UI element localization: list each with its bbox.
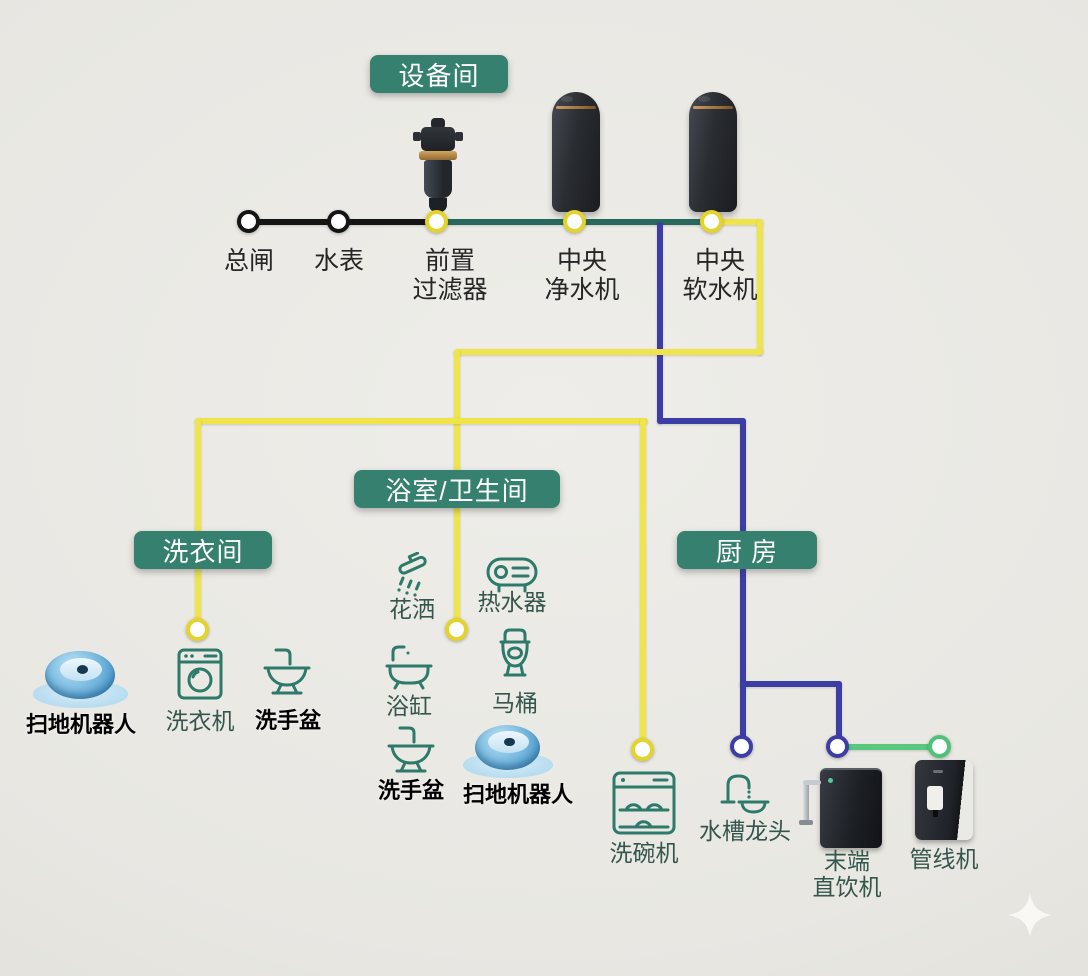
node-drinking-machine-branch xyxy=(826,735,849,758)
label-central-purifier: 中央 净水机 xyxy=(544,247,620,304)
room-label-equipment: 设备间 xyxy=(370,55,508,93)
central-softener-unit xyxy=(689,92,737,212)
node-central-purifier xyxy=(563,210,586,233)
dishwasher-icon xyxy=(612,771,676,835)
label-countertop-purifier: 末端 直饮机 xyxy=(812,848,882,901)
label-water-meter: 水表 xyxy=(313,247,365,275)
label-bathroom-basin: 洗手盆 xyxy=(377,778,445,803)
washing-machine-icon xyxy=(177,648,223,700)
pipe-yellow-connector xyxy=(710,219,763,225)
node-central-softener xyxy=(700,210,723,233)
label-central-softener: 中央 软水机 xyxy=(682,247,758,304)
label-bathroom-toilet: 马桶 xyxy=(492,690,538,716)
robot-vacuum-figure xyxy=(463,722,553,780)
countertop-purifier-unit xyxy=(798,762,886,848)
pipe-blue-jog xyxy=(657,418,746,424)
node-pipeline-branch xyxy=(928,735,951,758)
pipe-blue-purifier-drop xyxy=(836,681,842,749)
shower-icon xyxy=(397,552,427,597)
label-bathroom-heater: 热水器 xyxy=(477,589,547,615)
label-pre-filter: 前置 过滤器 xyxy=(412,247,488,304)
label-bathroom-robot: 扫地机器人 xyxy=(462,782,574,807)
pipe-yellow-span-lower xyxy=(195,418,648,424)
node-laundry-branch xyxy=(186,618,209,641)
label-bathroom-bathtub: 浴缸 xyxy=(386,693,432,719)
label-laundry-washer: 洗衣机 xyxy=(165,708,235,734)
robot-vacuum-figure xyxy=(33,648,128,710)
label-laundry-basin: 洗手盆 xyxy=(254,708,322,733)
pipe-green-link xyxy=(839,744,942,750)
wash-basin-icon xyxy=(387,726,435,773)
label-main-valve: 总闸 xyxy=(223,247,275,275)
water-heater-icon xyxy=(486,557,538,593)
pipe-blue-drop xyxy=(657,222,663,424)
room-label-kitchen: 厨 房 xyxy=(677,531,817,569)
pipe-yellow-span-upper xyxy=(454,349,763,355)
pipe-yellow-right-drop xyxy=(757,219,763,355)
node-water-meter xyxy=(327,210,350,233)
central-purifier-unit xyxy=(552,92,600,212)
pipeline-dispenser-unit xyxy=(915,760,973,842)
pipe-blue-kitchen-span xyxy=(740,681,842,687)
room-label-laundry: 洗衣间 xyxy=(134,531,272,569)
pre-filter-device xyxy=(413,118,463,216)
pipe-blue-faucet-drop xyxy=(740,681,746,749)
label-bathroom-shower: 花洒 xyxy=(389,596,435,622)
bathtub-icon xyxy=(385,645,433,690)
label-pipeline-dispenser: 管线机 xyxy=(909,846,979,872)
sparkle-icon xyxy=(1008,893,1052,937)
room-label-bathroom: 浴室/卫生间 xyxy=(354,470,560,508)
label-dishwasher: 洗碗机 xyxy=(609,840,679,866)
pipe-yellow-laundry-drop xyxy=(195,418,201,632)
label-sink-faucet: 水槽龙头 xyxy=(699,818,791,844)
node-pre-filter xyxy=(425,210,448,233)
pipe-yellow-dishwasher-drop xyxy=(640,418,646,752)
sink-faucet-icon xyxy=(720,774,770,814)
toilet-icon xyxy=(499,628,531,677)
node-dishwasher-branch xyxy=(631,738,654,761)
node-main-valve xyxy=(237,210,260,233)
wash-basin-icon xyxy=(263,648,311,695)
node-sink-faucet-branch xyxy=(730,735,753,758)
label-laundry-robot: 扫地机器人 xyxy=(25,712,137,737)
node-bathroom-branch xyxy=(445,618,468,641)
